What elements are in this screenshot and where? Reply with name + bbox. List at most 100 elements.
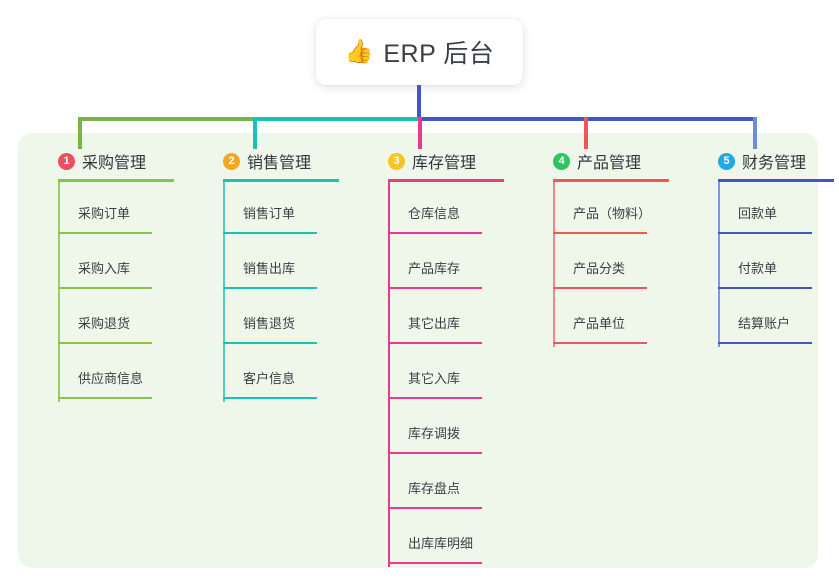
connector-drop-2 xyxy=(253,117,257,149)
menu-item[interactable]: 库存盘点 xyxy=(388,457,526,512)
category-header-label: 采购管理 xyxy=(82,155,147,172)
root-node-erp-backend[interactable]: 👍 ERP 后台 xyxy=(316,19,523,85)
category-number-badge: 2 xyxy=(223,152,240,170)
menu-item-underline xyxy=(388,562,482,564)
menu-item-underline xyxy=(58,342,152,344)
category-spine-line xyxy=(553,182,555,347)
menu-item-label: 产品（物料） xyxy=(573,206,652,221)
menu-item[interactable]: 销售退货 xyxy=(223,292,361,347)
menu-item-underline xyxy=(223,397,317,399)
menu-item-label: 产品库存 xyxy=(408,261,461,276)
menu-item[interactable]: 出库库明细 xyxy=(388,512,526,567)
menu-item[interactable]: 产品库存 xyxy=(388,237,526,292)
menu-item-underline xyxy=(223,342,317,344)
category-header-underline xyxy=(553,179,669,182)
menu-item[interactable]: 产品分类 xyxy=(553,237,691,292)
menu-item[interactable]: 销售订单 xyxy=(223,182,361,237)
menu-item-underline xyxy=(223,287,317,289)
menu-item[interactable]: 供应商信息 xyxy=(58,347,196,402)
category-column-1: 1 采购管理采购订单采购入库采购退货供应商信息 xyxy=(36,143,196,402)
menu-item-underline xyxy=(718,287,812,289)
menu-item-label: 供应商信息 xyxy=(78,371,144,386)
menu-item-underline xyxy=(388,232,482,234)
menu-item-label: 销售退货 xyxy=(243,316,296,331)
category-number-badge: 3 xyxy=(388,152,405,170)
menu-item-label: 产品单位 xyxy=(573,316,626,331)
menu-item-label: 回款单 xyxy=(738,206,778,221)
connector-drop-3 xyxy=(418,117,422,149)
category-header-label: 库存管理 xyxy=(412,155,477,172)
category-number-badge: 1 xyxy=(58,152,75,170)
category-spine-line xyxy=(718,182,720,347)
menu-item-label: 库存盘点 xyxy=(408,481,461,496)
menu-item-label: 采购退货 xyxy=(78,316,131,331)
menu-item-underline xyxy=(718,232,812,234)
connector-bus-segment-1 xyxy=(78,117,254,121)
category-header-underline xyxy=(388,179,504,182)
category-item-list: 产品（物料） 产品分类产品单位 xyxy=(531,182,691,347)
category-header-3[interactable]: 3 库存管理 xyxy=(366,143,526,182)
root-node-label: ERP 后台 xyxy=(383,40,495,68)
menu-item-underline xyxy=(388,397,482,399)
connector-drop-5 xyxy=(753,117,757,149)
category-header-4[interactable]: 4 产品管理 xyxy=(531,143,691,182)
category-header-label: 产品管理 xyxy=(577,155,642,172)
menu-item[interactable]: 其它入库 xyxy=(388,347,526,402)
menu-item[interactable]: 结算账户 xyxy=(718,292,839,347)
menu-item[interactable]: 产品单位 xyxy=(553,292,691,347)
category-column-4: 4 产品管理产品（物料） 产品分类产品单位 xyxy=(531,143,691,347)
category-spine-line xyxy=(58,182,60,402)
connector-drop-1 xyxy=(78,117,82,149)
category-header-label: 财务管理 xyxy=(742,155,807,172)
category-number-badge: 5 xyxy=(718,152,735,170)
menu-item-label: 付款单 xyxy=(738,261,778,276)
menu-item-underline xyxy=(223,232,317,234)
category-spine-line xyxy=(388,182,390,567)
menu-item[interactable]: 客户信息 xyxy=(223,347,361,402)
root-stem-connector xyxy=(417,85,421,119)
menu-item-label: 仓库信息 xyxy=(408,206,461,221)
category-header-underline xyxy=(223,179,339,182)
category-header-1[interactable]: 1 采购管理 xyxy=(36,143,196,182)
menu-item-underline xyxy=(58,397,152,399)
menu-item-underline xyxy=(553,342,647,344)
menu-item-label: 产品分类 xyxy=(573,261,626,276)
category-column-5: 5 财务管理回款单付款单结算账户 xyxy=(696,143,839,347)
menu-item-label: 库存调拨 xyxy=(408,426,461,441)
menu-item-label: 其它入库 xyxy=(408,371,461,386)
menu-item-label: 销售出库 xyxy=(243,261,296,276)
menu-item[interactable]: 其它出库 xyxy=(388,292,526,347)
category-item-list: 回款单付款单结算账户 xyxy=(696,182,839,347)
menu-item[interactable]: 库存调拨 xyxy=(388,402,526,457)
menu-item[interactable]: 产品（物料） xyxy=(553,182,691,237)
menu-item-label: 出库库明细 xyxy=(408,536,474,551)
category-number-badge: 4 xyxy=(553,152,570,170)
menu-item-label: 采购订单 xyxy=(78,206,131,221)
menu-item[interactable]: 采购入库 xyxy=(58,237,196,292)
menu-item-underline xyxy=(388,507,482,509)
category-header-underline xyxy=(58,179,174,182)
diagram-panel-background xyxy=(18,133,818,568)
menu-item[interactable]: 仓库信息 xyxy=(388,182,526,237)
category-header-5[interactable]: 5 财务管理 xyxy=(696,143,839,182)
menu-item[interactable]: 付款单 xyxy=(718,237,839,292)
menu-item-label: 销售订单 xyxy=(243,206,296,221)
menu-item-underline xyxy=(718,342,812,344)
menu-item-label: 客户信息 xyxy=(243,371,296,386)
menu-item[interactable]: 销售出库 xyxy=(223,237,361,292)
menu-item[interactable]: 采购退货 xyxy=(58,292,196,347)
connector-bus-segment-2 xyxy=(252,117,420,121)
menu-item-underline xyxy=(58,287,152,289)
category-spine-line xyxy=(223,182,225,402)
menu-item-label: 其它出库 xyxy=(408,316,461,331)
menu-item-underline xyxy=(388,452,482,454)
category-item-list: 采购订单采购入库采购退货供应商信息 xyxy=(36,182,196,402)
category-column-3: 3 库存管理仓库信息产品库存其它出库其它入库库存调拨库存盘点出库库明细 xyxy=(366,143,526,567)
thumbs-up-icon: 👍 xyxy=(344,38,374,65)
menu-item[interactable]: 采购订单 xyxy=(58,182,196,237)
menu-item-underline xyxy=(58,232,152,234)
menu-item[interactable]: 回款单 xyxy=(718,182,839,237)
